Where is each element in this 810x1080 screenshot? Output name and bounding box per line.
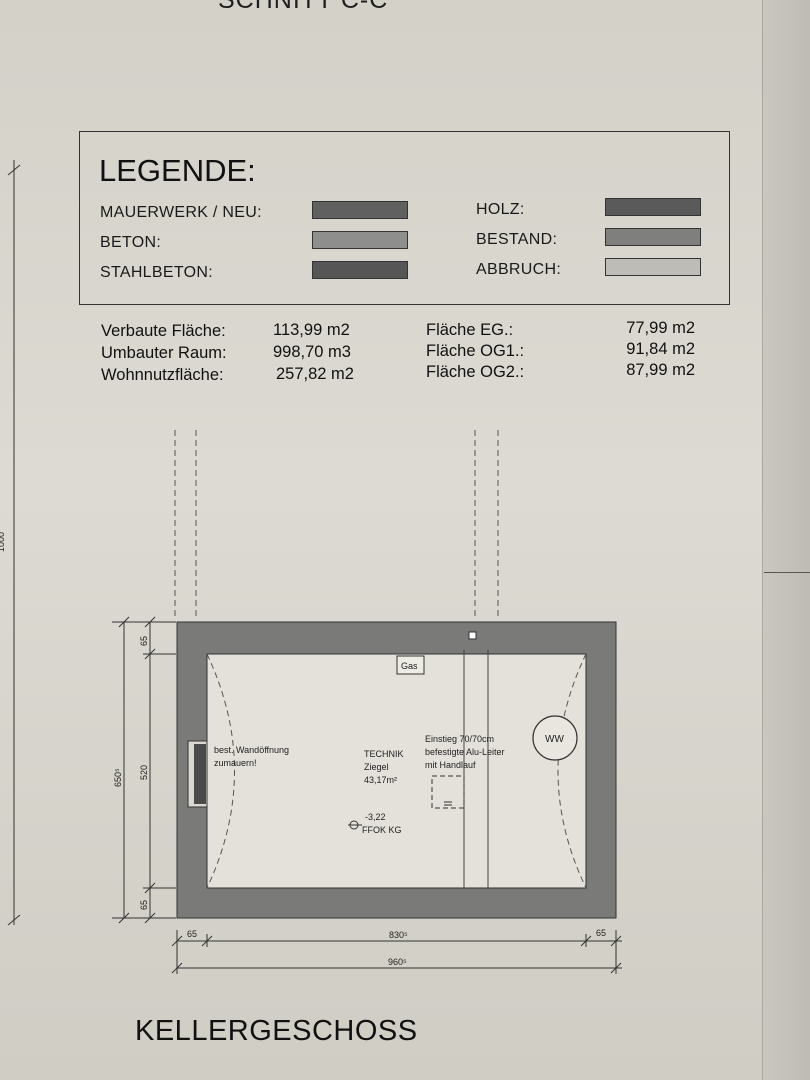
stat-value-flaeche-eg: 77,99 m2 (626, 319, 695, 337)
ladder-icon (444, 801, 452, 806)
hatch-note-line2: befestigte Alu-Leiter (425, 747, 505, 757)
room-area: 43,17m² (364, 775, 397, 785)
stat-value-flaeche-og1: 91,84 m2 (626, 340, 695, 358)
legend-swatch-beton (312, 231, 408, 249)
wall-note-line1: best. Wandöffnung (214, 745, 289, 755)
level-symbol (348, 820, 362, 830)
dim-inner-width: 830⁵ (389, 930, 408, 940)
dim-wall-right: 65 (596, 928, 606, 938)
dim-wall-top: 65 (139, 636, 149, 646)
dim-outer-width: 960⁵ (388, 957, 407, 967)
stat-label-umbauter-raum: Umbauter Raum: (101, 344, 227, 362)
room-technik (206, 653, 587, 889)
stat-value-verbaute-flaeche: 113,99 m2 (273, 321, 350, 339)
room-material: Ziegel (364, 762, 389, 772)
vault-arcs (206, 653, 587, 889)
stat-value-umbauter-raum: 998,70 m3 (273, 343, 351, 361)
legend-label-mauerwerk: MAUERWERK / NEU: (100, 204, 262, 221)
stat-label-verbaute-flaeche: Verbaute Fläche: (101, 322, 226, 340)
legend-label-holz: HOLZ: (476, 201, 525, 218)
hatch-outline (431, 775, 465, 809)
legend-swatch-abbruch (605, 258, 701, 276)
legend-swatch-mauerwerk (312, 201, 408, 219)
legend-label-stahlbeton: STAHLBETON: (100, 264, 213, 281)
dim-wall-left: 65 (187, 929, 197, 939)
stat-value-wohnnutzflaeche: 257,82 m2 (276, 365, 354, 383)
legend-label-beton: BETON: (100, 234, 162, 251)
level-label: FFOK KG (362, 825, 402, 835)
wall-opening-infill (194, 744, 206, 804)
section-title: SCHNITT C-C (218, 0, 389, 14)
horizontal-dimensions (171, 930, 622, 974)
vertical-dimensions (112, 616, 176, 924)
level-value: -3,22 (365, 812, 386, 822)
stat-label-flaeche-og2: Fläche OG2.: (426, 363, 525, 381)
wall-marker (468, 631, 477, 640)
side-dimension-line (7, 160, 21, 926)
side-dimension-label: 1000 (0, 532, 6, 552)
legend-box (79, 131, 730, 305)
hatch-note-line3: mit Handlauf (425, 760, 476, 770)
legend-label-bestand: BESTAND: (476, 231, 558, 248)
gas-label: Gas (401, 661, 418, 671)
dim-wall-bottom: 65 (139, 900, 149, 910)
projection-lines (174, 430, 499, 620)
legend-title: LEGENDE: (99, 153, 256, 188)
wall-note-line2: zumauern! (214, 758, 257, 768)
room-name: TECHNIK (364, 749, 404, 759)
legend-label-abbruch: ABBRUCH: (476, 261, 562, 278)
stat-label-wohnnutzflaeche: Wohnnutzfläche: (101, 366, 224, 384)
stat-label-flaeche-og1: Fläche OG1.: (426, 342, 525, 360)
ww-boiler-symbol (532, 715, 578, 761)
ladder-guide-lines (463, 650, 489, 888)
gas-box (396, 655, 425, 675)
paper-edge (762, 0, 810, 1080)
ww-label: WW (545, 734, 564, 745)
dim-inner-height: 520 (139, 765, 149, 780)
legend-swatch-holz (605, 198, 701, 216)
stat-label-flaeche-eg: Fläche EG.: (426, 321, 514, 339)
stat-value-flaeche-og2: 87,99 m2 (626, 361, 695, 379)
floor-title: KELLERGESCHOSS (135, 1015, 418, 1047)
legend-swatch-bestand (605, 228, 701, 246)
edge-mark (764, 572, 810, 573)
hatch-note-line1: Einstieg 70/70cm (425, 734, 494, 744)
legend-swatch-stahlbeton (312, 261, 408, 279)
dim-outer-height: 650⁵ (113, 768, 123, 787)
